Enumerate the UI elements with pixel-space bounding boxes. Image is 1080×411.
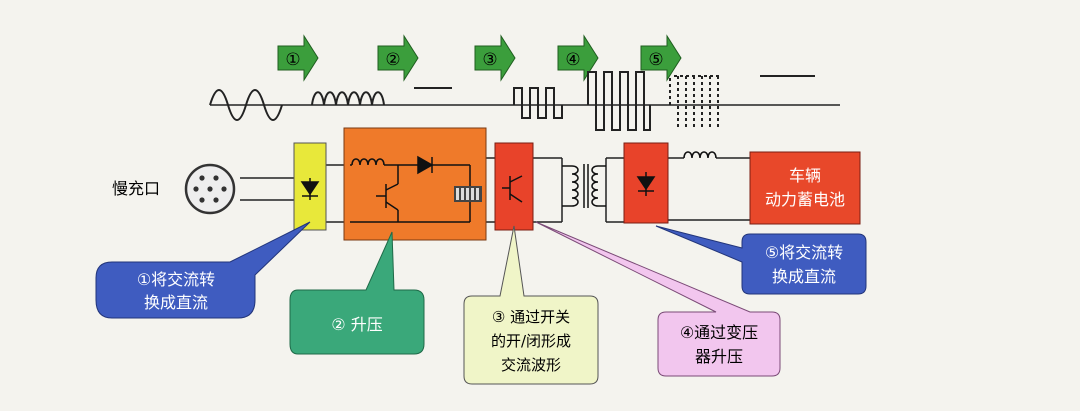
battery-label-line1: 车辆 xyxy=(789,166,821,185)
callout-3: ③ 通过开关 的开/闭形成 交流波形 xyxy=(463,225,599,385)
waveforms xyxy=(209,71,840,131)
charging-port: 慢充口 xyxy=(112,163,236,215)
callout-1-line2: 换成直流 xyxy=(144,293,208,312)
capacitor-icon xyxy=(454,186,482,202)
step-arrow-3: ③ xyxy=(474,34,516,82)
waveform-ac-sine xyxy=(209,89,283,121)
step-arrow-1: ① xyxy=(277,34,319,82)
inductor-icon xyxy=(351,158,385,166)
callout-2-line1: ② 升压 xyxy=(331,315,382,334)
charging-port-label: 慢充口 xyxy=(112,179,160,198)
callout-4: ④通过变压 器升压 xyxy=(535,221,781,377)
callout-5: ⑤将交流转 换成直流 xyxy=(655,225,867,295)
output-inductor-icon xyxy=(683,151,717,159)
callout-3-line1: ③ 通过开关 xyxy=(492,308,570,326)
switch-transistor-icon xyxy=(502,175,523,203)
transistor-icon xyxy=(376,183,399,222)
transformer-icon xyxy=(562,164,606,208)
switching-inverter xyxy=(494,142,534,231)
boost-converter xyxy=(343,127,487,241)
charging-port-pins xyxy=(193,175,227,203)
waveform-rectified-dashed xyxy=(669,75,722,128)
battery-box: 车辆 动力蓄电池 xyxy=(749,151,861,225)
step-arrow-5: ⑤ xyxy=(640,34,682,82)
step-arrow-2: ② xyxy=(377,34,419,82)
step-arrow-4: ④ xyxy=(557,34,599,82)
diode-icon xyxy=(300,178,320,200)
step-label-1: ① xyxy=(285,50,300,70)
callout-3-line2: 的开/闭形成 xyxy=(491,332,571,350)
waveform-square-high xyxy=(587,71,651,131)
main-wiring xyxy=(240,157,750,223)
step-label-5: ⑤ xyxy=(648,50,663,70)
waveform-square-low xyxy=(513,87,563,119)
callout-3-line3: 交流波形 xyxy=(501,356,561,374)
callout-5-line2: 换成直流 xyxy=(772,267,836,286)
boost-diode-icon xyxy=(417,155,434,175)
callout-4-line2: 器升压 xyxy=(695,347,743,366)
callout-2: ② 升压 xyxy=(289,231,425,355)
callout-1: ①将交流转 换成直流 xyxy=(95,221,311,319)
step-label-2: ② xyxy=(385,50,400,70)
waveform-rectified xyxy=(311,91,385,106)
output-diode-icon xyxy=(636,172,656,196)
rectifier-1 xyxy=(293,142,327,231)
callout-4-line1: ④通过变压 xyxy=(680,323,758,342)
step-arrows: ① ② ③ ④ ⑤ xyxy=(277,34,682,82)
step-label-3: ③ xyxy=(482,50,497,70)
callout-1-line1: ①将交流转 xyxy=(137,270,215,289)
step-label-4: ④ xyxy=(565,50,580,70)
callout-5-line1: ⑤将交流转 xyxy=(765,243,843,262)
battery-label-line2: 动力蓄电池 xyxy=(765,190,845,209)
rectifier-5 xyxy=(623,142,669,224)
